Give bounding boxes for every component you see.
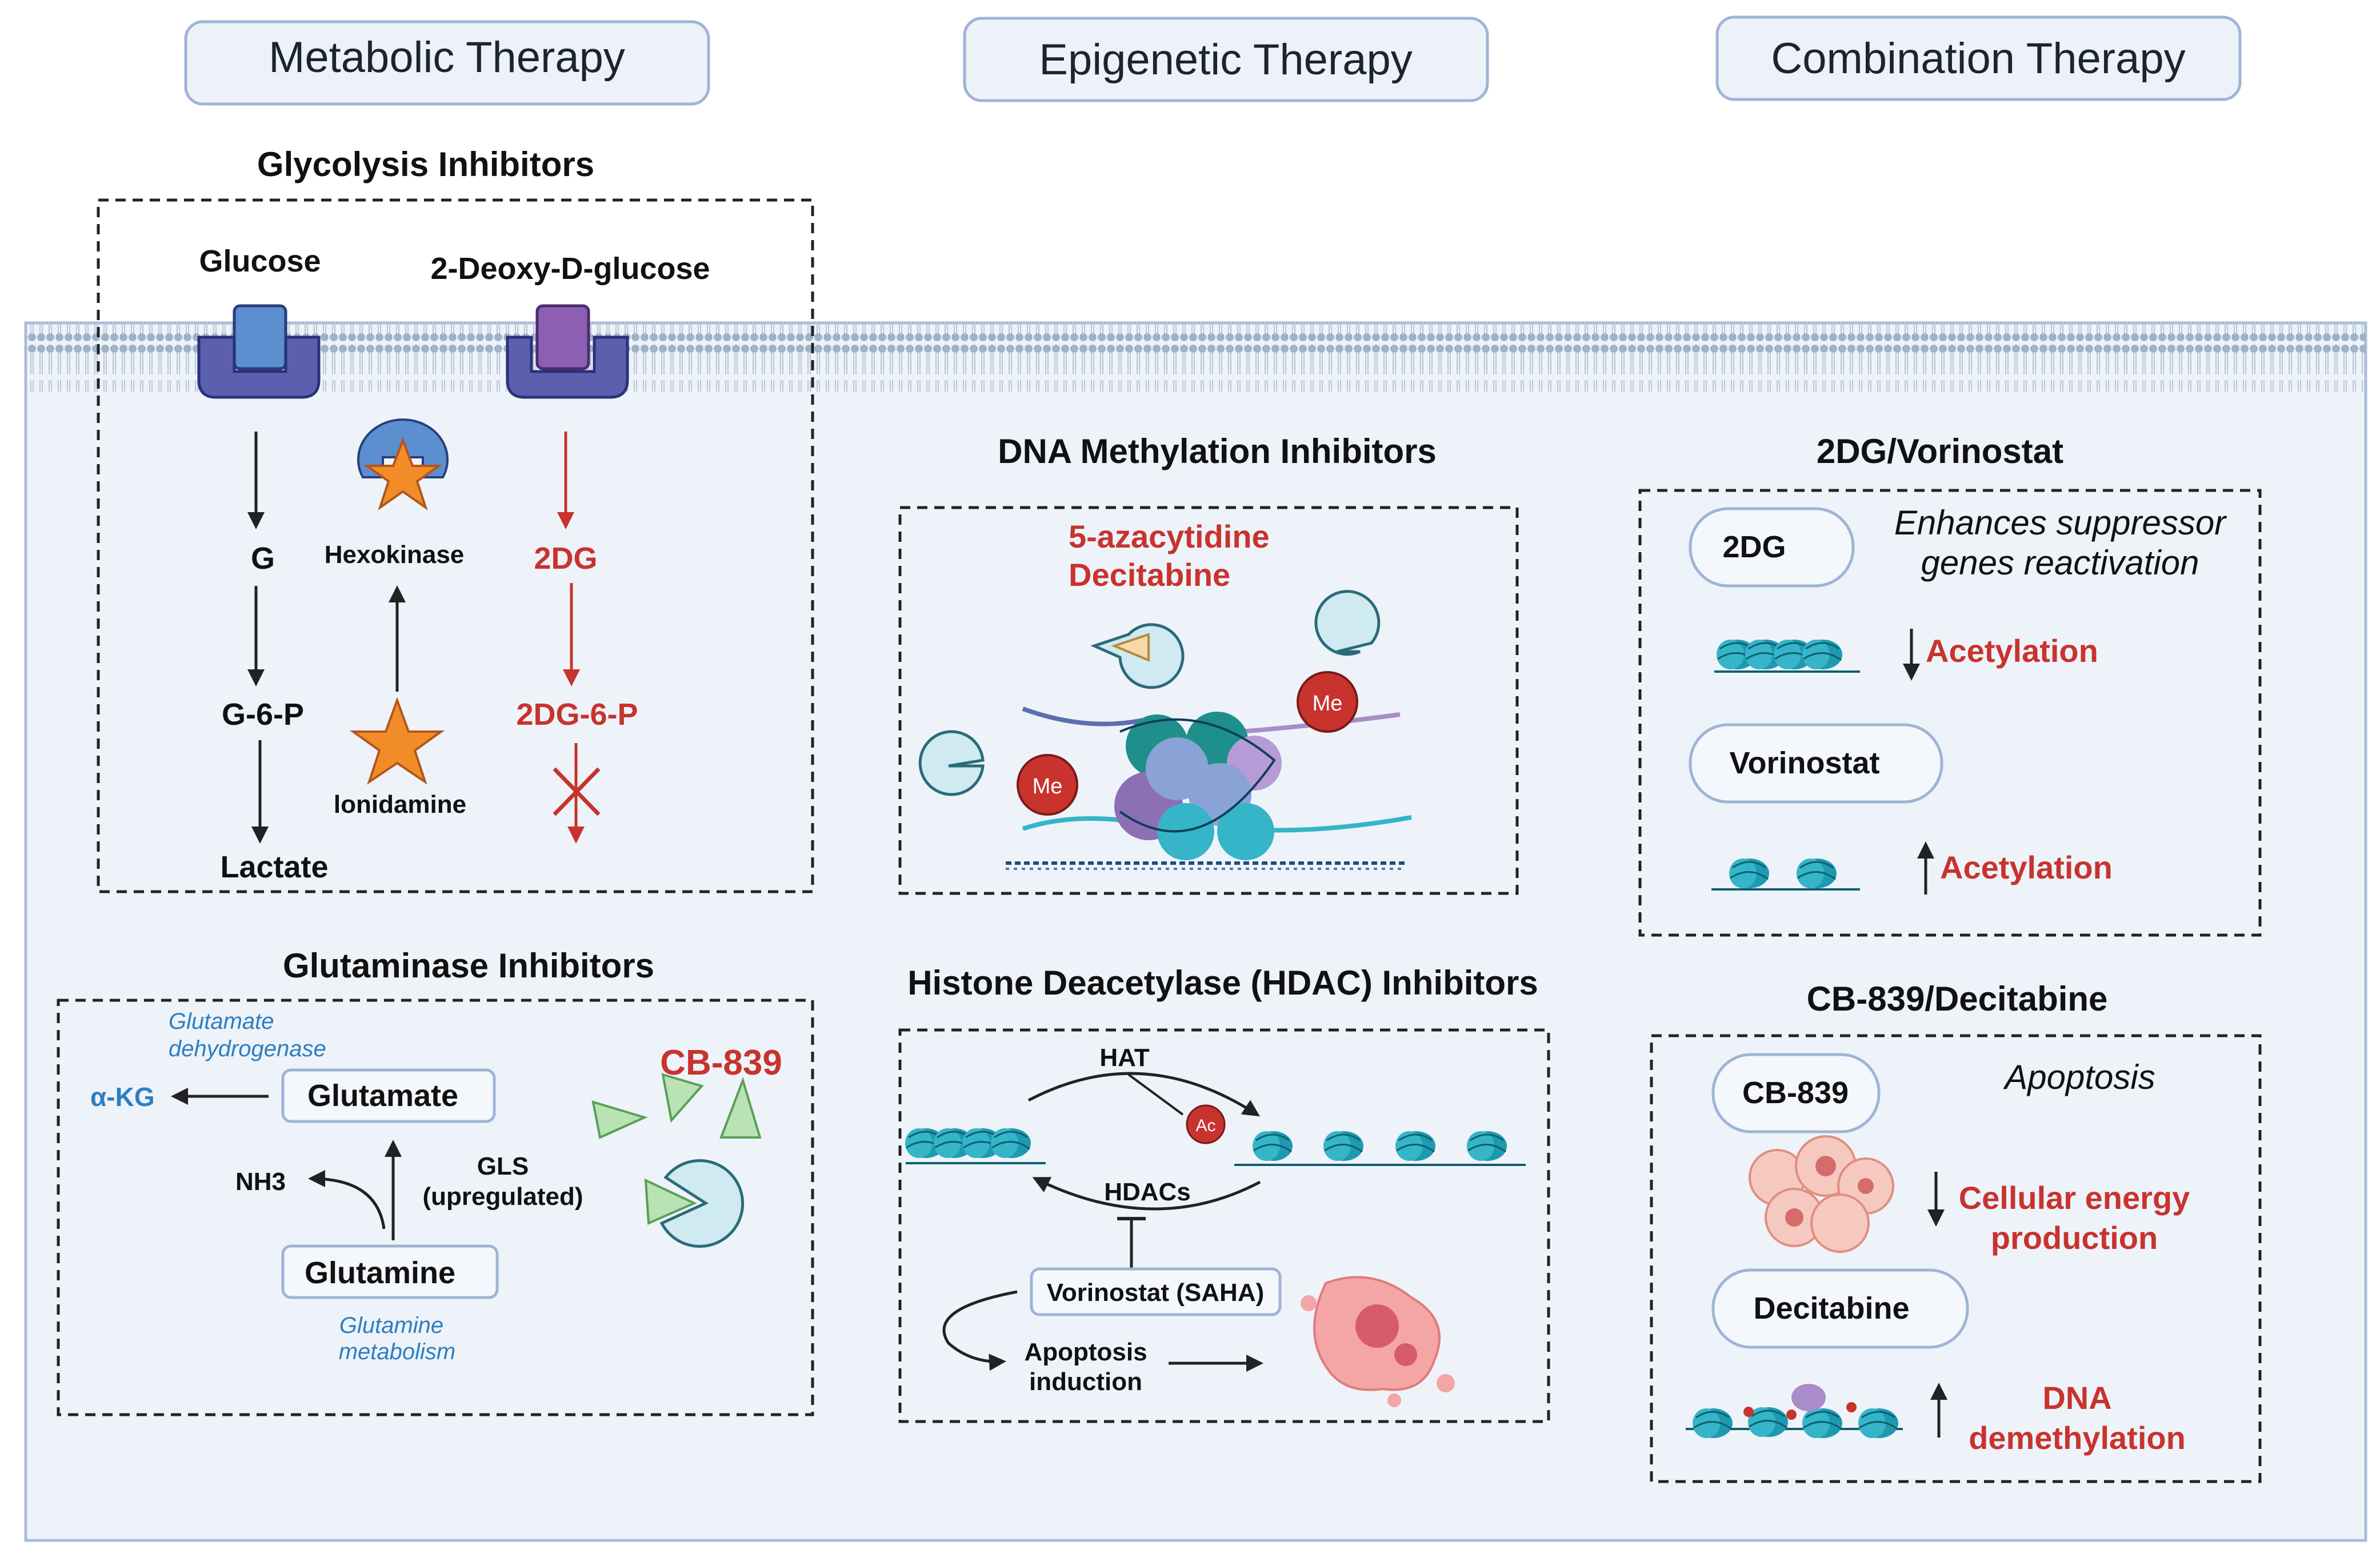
hexokinase-icon [357,418,449,511]
apoptotic-cells-icon [1749,1135,1894,1253]
demethylation-label-2: demethylation [1969,1420,2186,1456]
deoxyglucose-transporter-icon [506,304,629,399]
inhibition-bar-icon [1117,1217,1146,1269]
glutaminase-box [57,999,814,1416]
glutamine-metabolism-label-1: Glutamine [339,1313,443,1338]
2dg6p-label: 2DG-6-P [516,697,638,732]
header-metabolic: Metabolic Therapy [184,20,710,106]
header-metabolic-label: Metabolic Therapy [269,33,625,82]
dna-methylation-title: DNA Methylation Inhibitors [998,432,1437,470]
combo-cb839-effect: Apoptosis [2003,1058,2155,1096]
apoptosis-induction-label-1: Apoptosis [1024,1338,1147,1366]
combo-cb839-drug-b-label: Decitabine [1753,1291,1909,1326]
demethylated-dna-icon [1686,1384,1903,1439]
header-epigenetic-label: Epigenetic Therapy [1039,35,1412,84]
combo-cb839-box [1650,1034,2262,1483]
arrow-vorinostat-apoptosis [942,1290,1018,1371]
glycolysis-title: Glycolysis Inhibitors [257,145,594,183]
nucleosome-methylated-icon [1006,706,1412,870]
nh3-label: NH3 [235,1168,286,1196]
g6p-label: G-6-P [222,697,304,732]
combo-2dg-box [1638,489,2262,937]
lonidamine-label: lonidamine [334,791,466,819]
block-x-icon [553,767,601,816]
glutamate-dehydrogenase-label-2: dehydrogenase [169,1036,326,1061]
gls-label-1: GLS [477,1152,529,1180]
me-badge-1: Me [1017,754,1078,816]
combo-cb839-title: CB-839/Decitabine [1807,980,2108,1018]
cell-membrane [26,323,2366,392]
header-combination: Combination Therapy [1715,15,2242,101]
me-label-1: Me [1033,774,1063,799]
apoptotic-cell-icon [1301,1276,1455,1407]
open-chromatin-icon [1234,1130,1526,1166]
vorinostat-saha-label: Vorinostat (SAHA) [1047,1279,1265,1307]
condensed-chromatin-icon [904,1127,1046,1164]
hdacs-label: HDACs [1104,1178,1191,1206]
arrow-hat [1027,1072,1261,1117]
glucose-transporter-icon [197,304,321,399]
cb839-inhibitor-icons [591,1073,762,1248]
glutaminase-title: Glutaminase Inhibitors [283,947,654,985]
combo-cb839-drug-a-box [1711,1053,1881,1133]
hat-to-ac-line [1127,1073,1184,1116]
ac-label: Ac [1195,1116,1215,1135]
acetylation-up-label: Acetylation [1940,849,2113,885]
dna-methylation-box [898,506,1519,895]
demethylation-label-1: DNA [2042,1380,2111,1416]
dna-methylation-drug-1: 5-azacytidine [1069,518,1270,554]
combo-cb839-drug-b-box [1711,1268,1969,1349]
dnmt-enzyme-icon [1314,590,1381,656]
header-epigenetic: Epigenetic Therapy [963,17,1489,102]
glutamine-metabolism-label-2: metabolism [339,1339,456,1364]
combo-2dg-drug-b-box [1689,723,1943,804]
ac-badge: Ac [1186,1104,1226,1144]
combo-2dg-drug-a-label: 2DG [1722,530,1786,564]
glutamate-label: Glutamate [307,1079,458,1113]
glutamine-box [281,1244,499,1299]
glutamate-dehydrogenase-label-1: Glutamate [169,1009,274,1034]
cb839-label: CB-839 [660,1043,782,1083]
dnmt-enzyme-icon-2 [918,730,985,796]
hdac-title: Histone Deacetylase (HDAC) Inhibitors [907,964,1538,1002]
apoptosis-induction-label-2: induction [1029,1368,1142,1396]
arrow-glutamine-nh3 [308,1170,386,1229]
combo-2dg-effect-2: genes reactivation [1921,544,2199,582]
cell-body [24,321,2367,1542]
dnmt-inhibitor-icon [1090,623,1185,689]
lactate-label: Lactate [220,850,328,884]
glutamine-label: Glutamine [305,1256,455,1290]
deoxyglucose-label: 2-Deoxy-D-glucose [430,251,710,286]
arrow-hdacs [1032,1177,1261,1211]
combo-2dg-effect-1: Enhances suppressor [1894,504,2227,542]
dna-methylation-drug-2: Decitabine [1069,557,1230,593]
glutamate-box [281,1068,496,1123]
energy-label-2: production [1991,1220,2158,1256]
header-combination-label: Combination Therapy [1771,34,2185,83]
me-label-2: Me [1313,692,1343,716]
me-badge-2: Me [1297,671,1358,733]
hexokinase-label: Hexokinase [325,541,465,569]
acetylation-down-label: Acetylation [1926,633,2098,669]
combo-2dg-drug-b-label: Vorinostat [1729,746,1879,780]
condensed-chromatin-icon-2 [1714,638,1860,673]
energy-label-1: Cellular energy [1959,1180,2190,1216]
gls-label-2: (upregulated) [422,1183,583,1211]
combo-2dg-drug-a-box [1689,507,1855,588]
hat-label: HAT [1099,1044,1149,1072]
g-label: G [251,541,275,576]
hdac-box [898,1028,1550,1423]
open-chromatin-icon-2 [1711,857,1860,891]
combo-cb839-drug-a-label: CB-839 [1742,1076,1849,1110]
vorinostat-saha-box [1030,1267,1282,1316]
akg-label: α-KG [90,1082,155,1112]
2dg-label: 2DG [534,541,597,576]
combo-2dg-title: 2DG/Vorinostat [1817,432,2063,470]
glucose-label: Glucose [199,244,321,278]
lonidamine-icon [349,697,445,785]
